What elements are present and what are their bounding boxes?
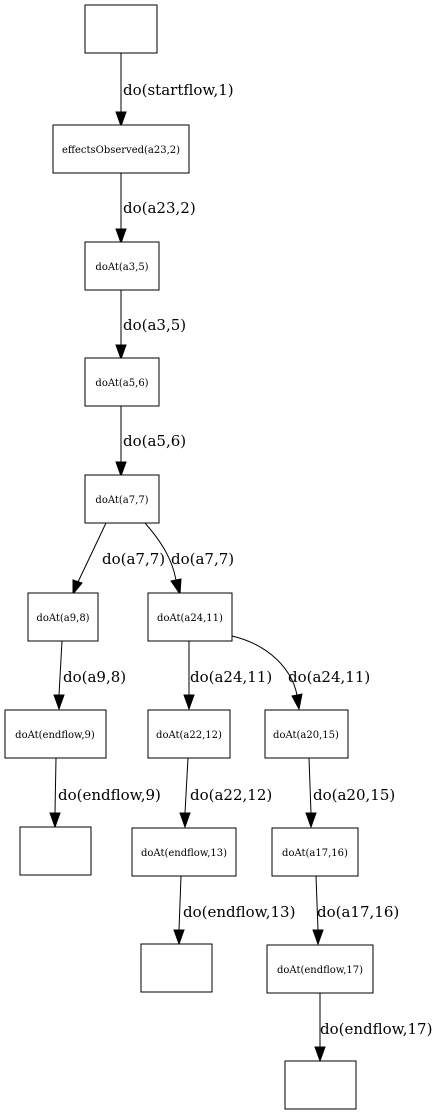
- node-doat-endflow-9: doAt(endflow,9): [4, 709, 107, 759]
- node-doat-endflow-17: doAt(endflow,17): [266, 944, 374, 994]
- edge-label: do(startflow,1): [123, 81, 234, 99]
- edge-label: do(a22,12): [190, 786, 272, 804]
- node-label: doAt(a22,12): [156, 730, 222, 741]
- edge-effects-a3: do(a23,2): [115, 173, 196, 245]
- edge-label: do(a23,2): [123, 199, 196, 217]
- node-doat-a20: doAt(a20,15): [264, 709, 349, 759]
- node-doat-a3: doAt(a3,5): [84, 241, 160, 291]
- edge-label: do(a24,11): [288, 668, 370, 686]
- edge-end17-t3: do(endflow,17): [314, 993, 432, 1063]
- node-label: effectsObserved(a23,2): [62, 145, 180, 156]
- edge-label: do(endflow,9): [58, 786, 161, 804]
- node-doat-a24: doAt(a24,11): [147, 592, 233, 642]
- node-label: doAt(a20,15): [273, 730, 339, 741]
- node-label: doAt(a7,7): [95, 495, 148, 506]
- edge-end13-t2: do(endflow,13): [173, 875, 295, 946]
- node-doat-endflow-13: doAt(endflow,13): [131, 827, 237, 877]
- edge-label: do(a3,5): [123, 316, 186, 334]
- edge-a7-a9: do(a7,7): [72, 522, 165, 596]
- node-terminal-2: [140, 943, 213, 993]
- node-label: doAt(endflow,9): [15, 730, 95, 741]
- node-label: doAt(a9,8): [36, 613, 89, 624]
- edge-label: do(endflow,13): [183, 903, 295, 921]
- edge-label: do(a9,8): [63, 668, 126, 686]
- edge-a22-end13: do(a22,12): [179, 757, 272, 829]
- edge-label: do(a17,16): [317, 903, 399, 921]
- edge-label: do(endflow,17): [320, 1020, 432, 1038]
- node-doat-a17: doAt(a17,16): [271, 827, 359, 877]
- edge-end9-t1: do(endflow,9): [49, 757, 161, 829]
- node-label: doAt(a24,11): [157, 613, 223, 624]
- node-label: doAt(endflow,13): [141, 848, 227, 859]
- edge-a24-a20: do(a24,11): [231, 635, 370, 711]
- edge-label: do(a20,15): [313, 786, 395, 804]
- node-effects-observed: effectsObserved(a23,2): [52, 124, 190, 174]
- node-terminal-1: [19, 826, 92, 876]
- edge-a24-a22: do(a24,11): [183, 641, 272, 711]
- edge-a17-end17: do(a17,16): [312, 875, 399, 946]
- edge-a9-end9: do(a9,8): [53, 640, 126, 711]
- edge-a20-a17: do(a20,15): [305, 757, 395, 829]
- node-label: doAt(a5,6): [95, 378, 148, 389]
- edge-label: do(a5,6): [123, 432, 186, 450]
- node-label: doAt(endflow,17): [277, 965, 363, 976]
- node-label: doAt(a3,5): [95, 262, 148, 273]
- node-doat-a5: doAt(a5,6): [84, 357, 160, 407]
- edge-a3-a5: do(a3,5): [115, 290, 186, 361]
- node-doat-a22: doAt(a22,12): [147, 709, 231, 759]
- edge-start-effects: do(startflow,1): [115, 53, 234, 128]
- node-terminal-3: [284, 1060, 357, 1110]
- edge-a5-a7: do(a5,6): [115, 406, 186, 478]
- edge-label: do(a7,7): [171, 550, 234, 568]
- edge-a7-a24: do(a7,7): [144, 522, 234, 596]
- node-label: doAt(a17,16): [282, 848, 348, 859]
- node-start: [84, 4, 158, 54]
- edge-label: do(a7,7): [102, 550, 165, 568]
- node-doat-a9: doAt(a9,8): [27, 592, 99, 642]
- edge-label: do(a24,11): [190, 668, 272, 686]
- node-doat-a7: doAt(a7,7): [84, 474, 160, 524]
